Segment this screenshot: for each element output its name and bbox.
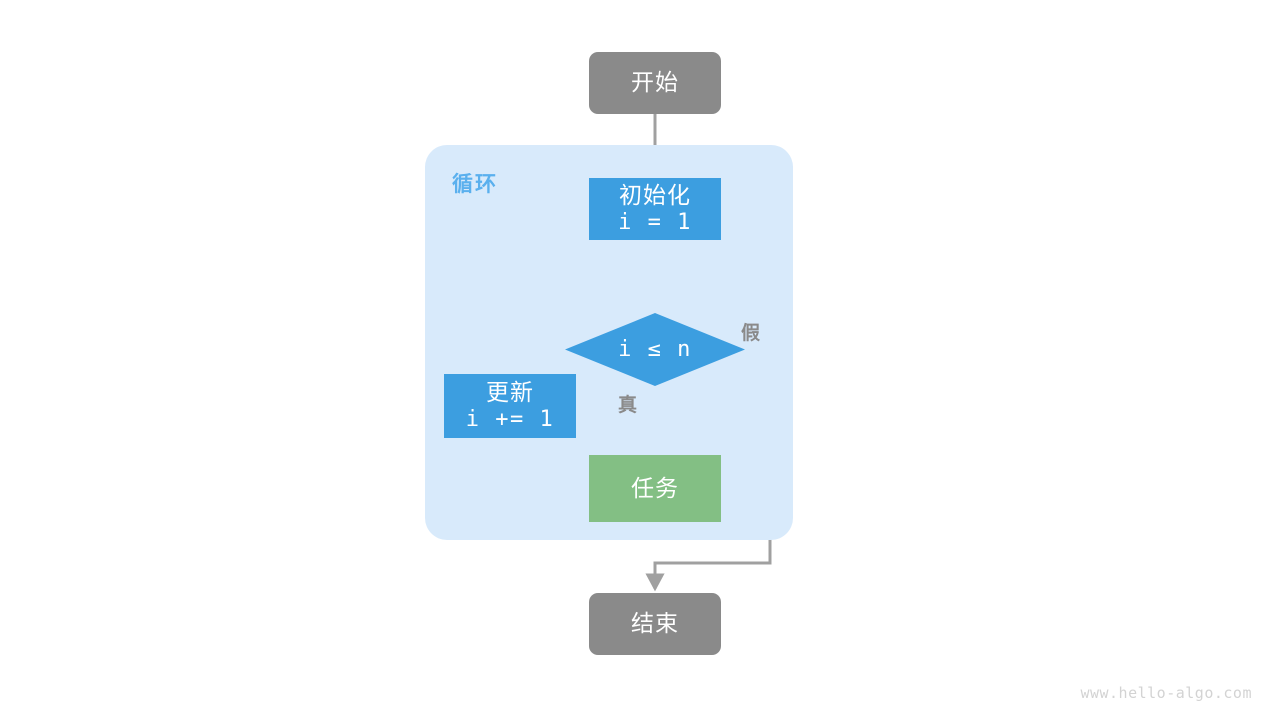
node-init-code: i = 1 — [618, 209, 692, 235]
node-task-label: 任务 — [631, 474, 679, 501]
node-decision[interactable]: i ≤ n — [565, 313, 745, 386]
node-start[interactable]: 开始 — [589, 52, 721, 114]
node-end[interactable]: 结束 — [589, 593, 721, 655]
node-task[interactable]: 任务 — [589, 455, 721, 522]
node-start-label: 开始 — [631, 69, 679, 96]
edge-label-true: 真 — [618, 395, 639, 416]
loop-container-label: 循环 — [452, 173, 498, 196]
node-decision-label: i ≤ n — [618, 336, 692, 362]
watermark: www.hello-algo.com — [1080, 684, 1252, 702]
node-end-label: 结束 — [631, 610, 679, 637]
node-init-label: 初始化 — [619, 182, 691, 209]
node-update[interactable]: 更新 i += 1 — [444, 374, 576, 438]
node-update-label: 更新 — [486, 379, 534, 406]
edge-label-false: 假 — [741, 323, 762, 344]
node-update-code: i += 1 — [465, 406, 555, 432]
node-init[interactable]: 初始化 i = 1 — [589, 178, 721, 240]
